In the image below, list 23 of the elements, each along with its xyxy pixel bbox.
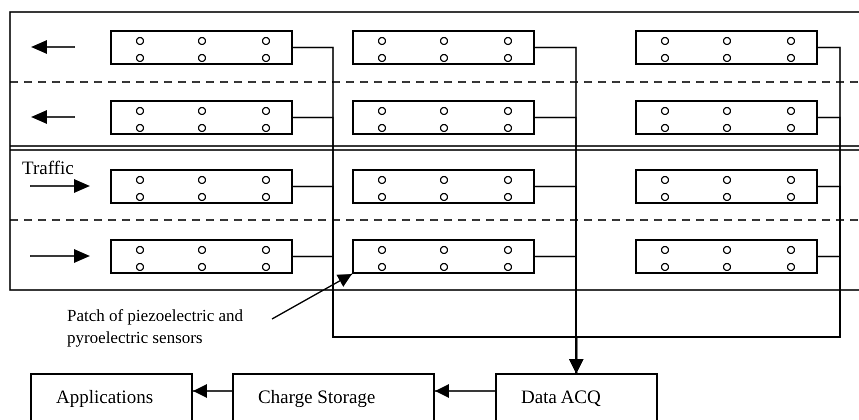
callout-text: Patch of piezoelectric and pyroelectric sensors [67,305,282,349]
sensor-patch [110,100,293,135]
sensor-patch [110,169,293,204]
sensor-patch [352,100,535,135]
box-label: Data ACQ [521,387,601,409]
process-box [30,373,193,420]
sensor-patch [352,239,535,274]
sensor-patch [635,100,818,135]
sensor-patch [635,169,818,204]
process-box [495,373,658,420]
arrow [193,384,232,398]
leader-line [272,273,352,320]
sensor-patch [352,169,535,204]
sensor-patch [110,239,293,274]
box-label: Charge Storage [258,387,376,409]
sensor-patch [635,30,818,65]
process-box [232,373,435,420]
traffic-label: Traffic [22,158,74,180]
box-label: Applications [56,387,154,409]
sensor-patch [352,30,535,65]
sensor-patch [635,239,818,274]
sensor-patch [110,30,293,65]
arrow [435,384,495,398]
